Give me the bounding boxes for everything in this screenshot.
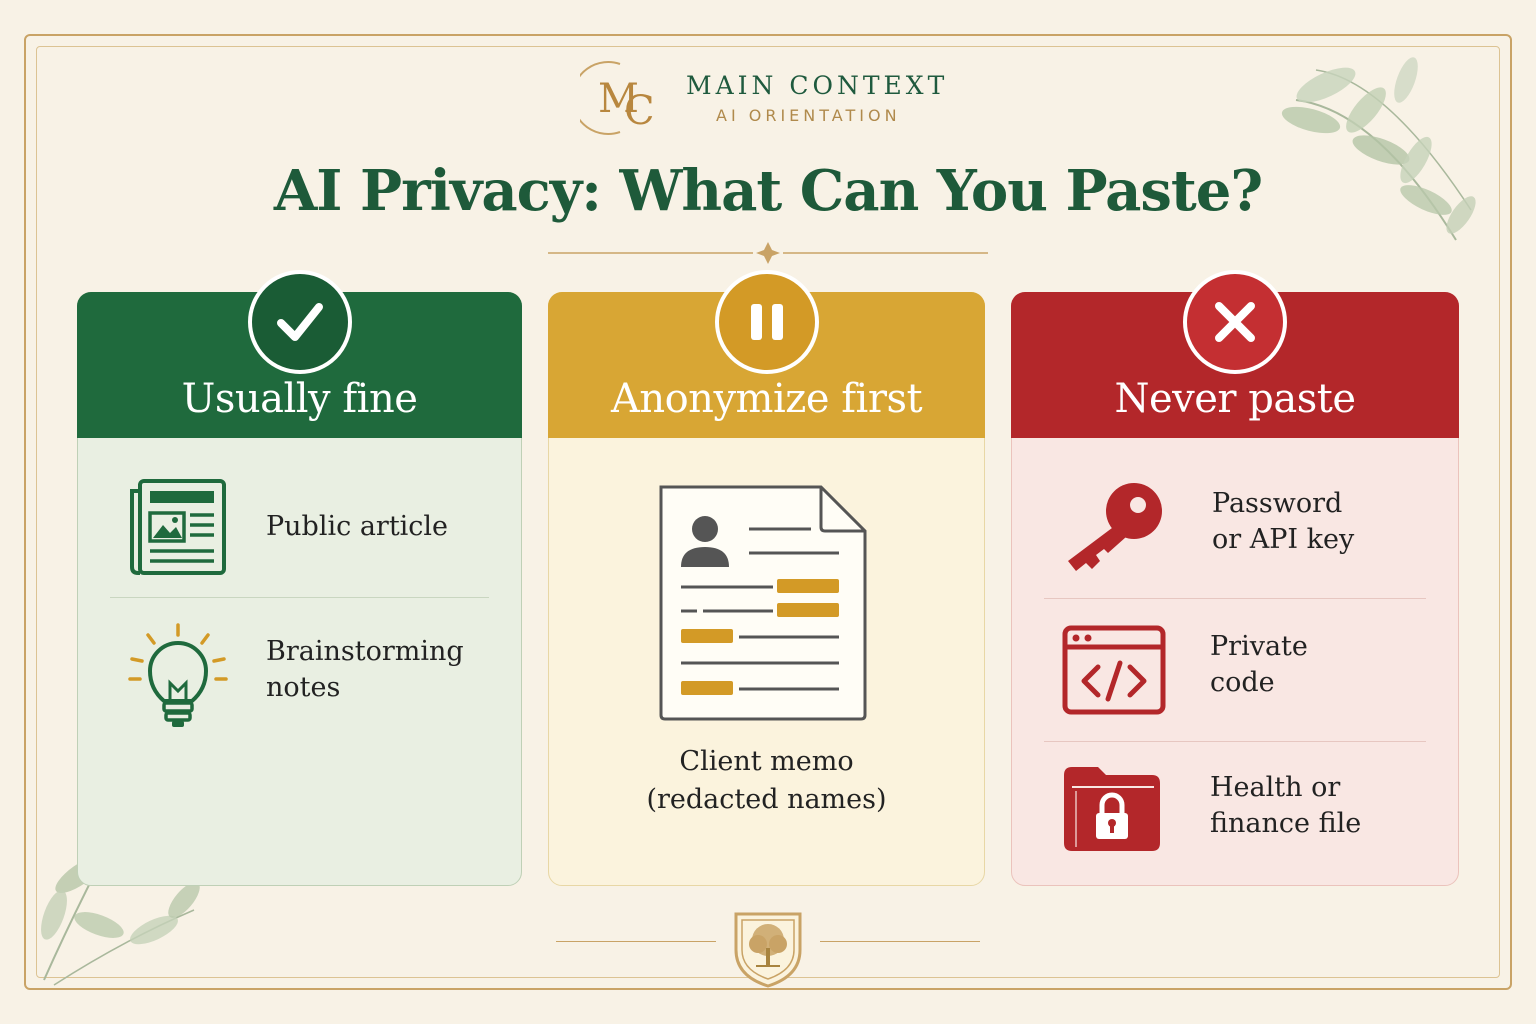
lightbulb-icon bbox=[128, 623, 228, 727]
list-item: Brainstorming notes bbox=[126, 623, 464, 733]
item-separator bbox=[1044, 598, 1426, 599]
svg-text:M: M bbox=[598, 76, 639, 122]
leaf-decoration-icon bbox=[1281, 57, 1476, 241]
card-header: Anonymize first bbox=[548, 270, 985, 438]
item-label-line: notes bbox=[266, 672, 341, 703]
list-item: Public article bbox=[126, 475, 448, 579]
pause-badge bbox=[714, 270, 819, 374]
item-label: Health or finance file bbox=[1210, 770, 1361, 842]
item-label-line: Health or bbox=[1210, 772, 1341, 803]
card-header: Usually fine bbox=[77, 270, 522, 438]
item-label: Password or API key bbox=[1212, 486, 1354, 558]
item-label-line: or API key bbox=[1212, 524, 1355, 555]
tree-crest-icon bbox=[734, 912, 802, 988]
key-icon bbox=[1068, 483, 1162, 571]
item-label-line: (redacted names) bbox=[646, 784, 887, 815]
cross-icon bbox=[1215, 302, 1255, 342]
card-anonymize-first: Anonymize first Client memo (redacted na… bbox=[548, 270, 985, 886]
redacted-document-icon bbox=[659, 485, 867, 721]
cross-badge bbox=[1183, 270, 1287, 374]
footer-line bbox=[556, 941, 716, 942]
item-separator bbox=[110, 597, 489, 598]
card-title: Never paste bbox=[1114, 376, 1356, 422]
item-separator bbox=[1044, 741, 1426, 742]
list-item: Private code bbox=[1062, 625, 1308, 715]
item-label-line: Private bbox=[1210, 631, 1308, 662]
title-divider bbox=[548, 242, 988, 264]
monogram-icon: M C bbox=[580, 61, 655, 135]
item-label-line: Password bbox=[1212, 488, 1343, 519]
page-title: AI Privacy: What Can You Paste? bbox=[273, 158, 1263, 224]
item-label: Brainstorming notes bbox=[266, 634, 464, 706]
locked-folder-icon bbox=[1064, 767, 1160, 851]
item-label-line: Brainstorming bbox=[266, 636, 464, 667]
brand-name: MAIN CONTEXT bbox=[686, 71, 949, 100]
outer-frame bbox=[24, 34, 1512, 990]
item-label-line: finance file bbox=[1210, 808, 1362, 839]
item-label: Client memo (redacted names) bbox=[549, 743, 984, 819]
item-label: Private code bbox=[1210, 629, 1308, 701]
item-label-line: Client memo bbox=[679, 746, 854, 777]
pause-icon bbox=[750, 304, 783, 340]
card-never-paste: Never paste Password or API key Private … bbox=[1011, 270, 1459, 886]
card-title: Anonymize first bbox=[610, 376, 923, 422]
item-label: Public article bbox=[266, 511, 449, 542]
newspaper-icon bbox=[130, 479, 226, 575]
item-label-line: code bbox=[1210, 667, 1275, 698]
brand-subtitle: AI ORIENTATION bbox=[716, 106, 901, 125]
checkmark-icon bbox=[276, 303, 323, 341]
list-item: Health or finance file bbox=[1062, 763, 1361, 853]
check-badge bbox=[247, 270, 352, 374]
code-window-icon bbox=[1062, 625, 1166, 715]
card-header: Never paste bbox=[1011, 270, 1459, 438]
list-item: Password or API key bbox=[1060, 479, 1354, 575]
brand-logo: M C MAIN CONTEXT AI ORIENTATION bbox=[580, 60, 948, 136]
footer-line bbox=[820, 941, 980, 942]
card-usually-fine: Usually fine Public article bbox=[77, 270, 522, 886]
card-title: Usually fine bbox=[181, 376, 418, 422]
svg-text:C: C bbox=[624, 88, 655, 134]
